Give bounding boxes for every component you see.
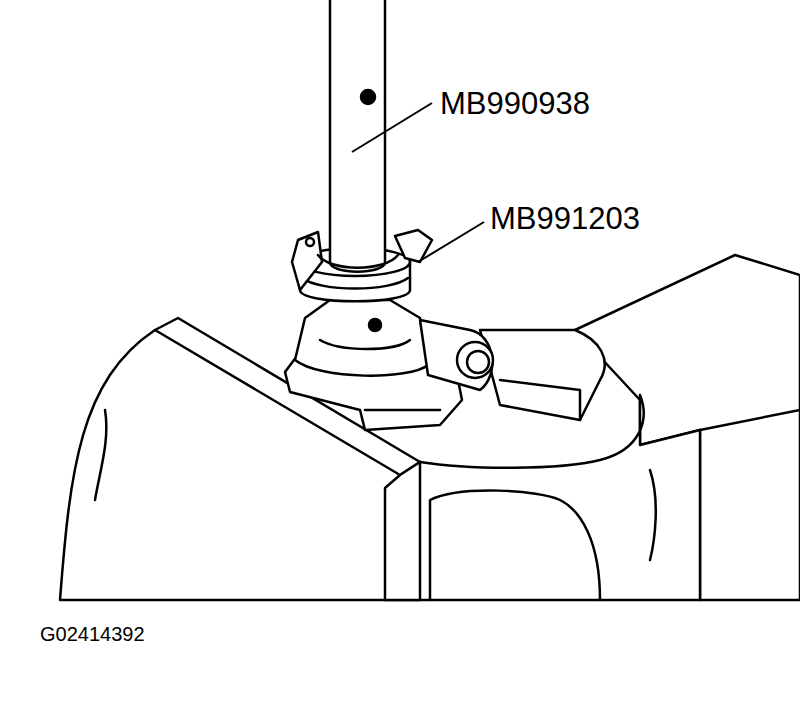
plate-edge	[385, 462, 420, 600]
tool-wing-hole	[306, 238, 314, 246]
housing-edge	[95, 410, 106, 500]
housing-edge	[430, 491, 600, 600]
rod-collar	[318, 255, 398, 268]
tool-wing	[292, 232, 322, 290]
figure-code: G02414392	[40, 624, 145, 644]
tool-collar-ring	[302, 278, 408, 289]
rod-hole	[361, 90, 375, 104]
bracket-arm-edge	[500, 380, 580, 420]
housing-edge	[700, 410, 800, 430]
part-number: MB990938	[440, 88, 590, 119]
leader-line	[418, 222, 484, 262]
bracket-arm	[480, 330, 605, 420]
valve-body-edge	[320, 340, 410, 349]
valve-flange-edge	[365, 409, 440, 412]
housing-edge	[650, 470, 656, 560]
valve-body	[295, 300, 428, 376]
leader-line	[352, 103, 432, 152]
part-number: MB991203	[490, 203, 640, 234]
port-boss	[420, 320, 492, 390]
port-hole	[457, 342, 493, 378]
body-hole	[369, 319, 381, 331]
port-hole	[467, 351, 489, 373]
